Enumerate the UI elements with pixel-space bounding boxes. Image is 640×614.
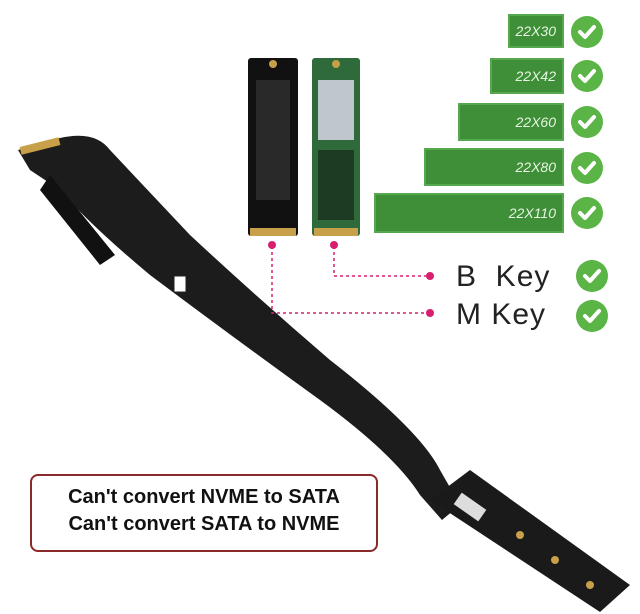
adapter-hole xyxy=(551,556,559,564)
check-icon xyxy=(571,60,603,92)
cable-logo xyxy=(173,275,187,293)
adapter-hole xyxy=(516,531,524,539)
size-bar-22x42: 22X42 xyxy=(490,58,564,94)
check-icon xyxy=(571,197,603,229)
b-key-end-dot xyxy=(426,272,434,280)
adapter-slot xyxy=(453,492,487,522)
compatibility-notice: Can't convert NVME to SATA Can't convert… xyxy=(30,474,378,552)
check-icon xyxy=(576,300,608,332)
size-bar-22x30: 22X30 xyxy=(508,14,564,48)
adapter-hole xyxy=(586,581,594,589)
m-key-connector xyxy=(271,246,428,314)
check-icon xyxy=(571,152,603,184)
cable-fold xyxy=(40,175,115,265)
adapter-board xyxy=(430,470,630,612)
b-key-connector xyxy=(333,246,428,277)
size-label: 22X80 xyxy=(515,159,556,175)
check-icon xyxy=(576,260,608,292)
check-icon xyxy=(571,106,603,138)
b-key-label: B Key xyxy=(456,260,551,293)
m-key-dot xyxy=(268,241,276,249)
b-key-ssd xyxy=(312,58,360,236)
m-key-label: M Key xyxy=(456,298,547,331)
b-key-dot xyxy=(330,241,338,249)
size-bar-22x80: 22X80 xyxy=(424,148,564,186)
size-label: 22X60 xyxy=(515,114,556,130)
m-key-end-dot xyxy=(426,309,434,317)
ribbon-cable xyxy=(18,135,460,520)
size-bar-22x110: 22X110 xyxy=(374,193,564,233)
notice-line-1: Can't convert NVME to SATA xyxy=(68,486,340,508)
size-label: 22X42 xyxy=(515,68,556,84)
notice-line-2: Can't convert SATA to NVME xyxy=(68,513,340,535)
cable-gold-contacts xyxy=(19,137,61,155)
m-key-ssd xyxy=(248,58,298,236)
size-bar-22x60: 22X60 xyxy=(458,103,564,141)
size-label: 22X110 xyxy=(508,205,556,221)
check-icon xyxy=(571,16,603,48)
size-label: 22X30 xyxy=(515,23,556,39)
